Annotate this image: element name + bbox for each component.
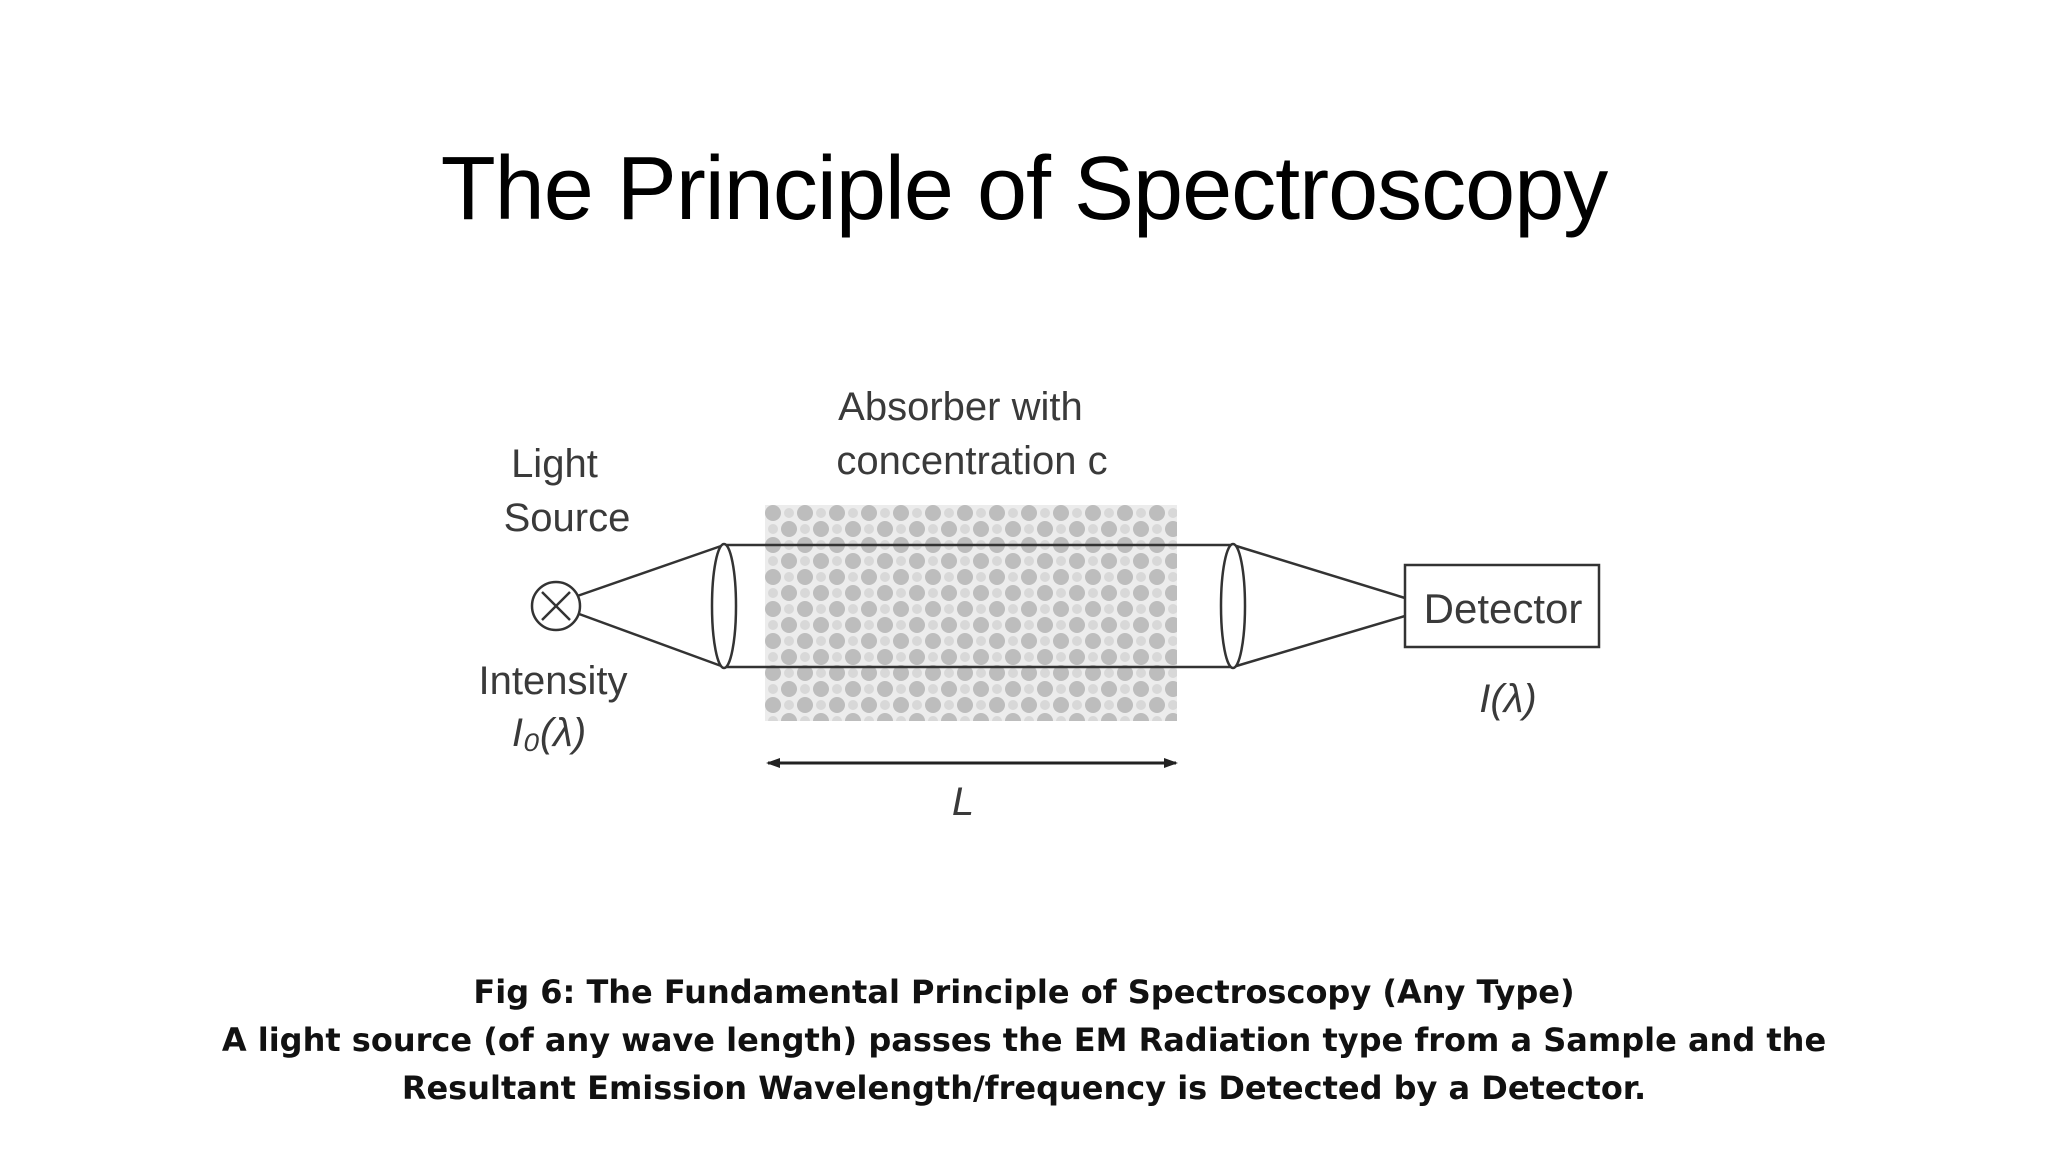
caption-line-1: Fig 6: The Fundamental Principle of Spec… xyxy=(473,973,1575,1011)
light-source-label-line1: Light xyxy=(511,442,598,486)
slide-title: The Principle of Spectroscopy xyxy=(440,139,1609,239)
light-source-label: Light Source xyxy=(504,442,631,540)
detector-label: Detector xyxy=(1424,585,1583,632)
absorber-label-line1: Absorber with xyxy=(838,385,1083,429)
figure-caption: Fig 6: The Fundamental Principle of Spec… xyxy=(0,968,2048,1112)
caption-line-3: Resultant Emission Wavelength/frequency … xyxy=(401,1069,1647,1107)
caption-line-2: A light source (of any wave length) pass… xyxy=(221,1021,1827,1059)
detector-box xyxy=(1403,563,1601,649)
collimating-lens xyxy=(710,542,738,670)
path-length-label: L xyxy=(952,780,974,824)
focusing-lens xyxy=(1219,542,1247,670)
light-source-icon xyxy=(530,580,582,632)
final-intensity-label: I(λ) xyxy=(1479,677,1536,721)
absorber-sample xyxy=(765,505,1177,721)
light-source-label-line2: Source xyxy=(504,496,631,540)
light-beam xyxy=(559,543,1406,669)
intensity-label: Intensity xyxy=(479,659,628,703)
absorber-label-line2: concentration c xyxy=(836,439,1107,483)
absorber-label: Absorber with concentration c xyxy=(836,385,1107,483)
initial-intensity-label: I₀(λ) xyxy=(512,711,586,755)
